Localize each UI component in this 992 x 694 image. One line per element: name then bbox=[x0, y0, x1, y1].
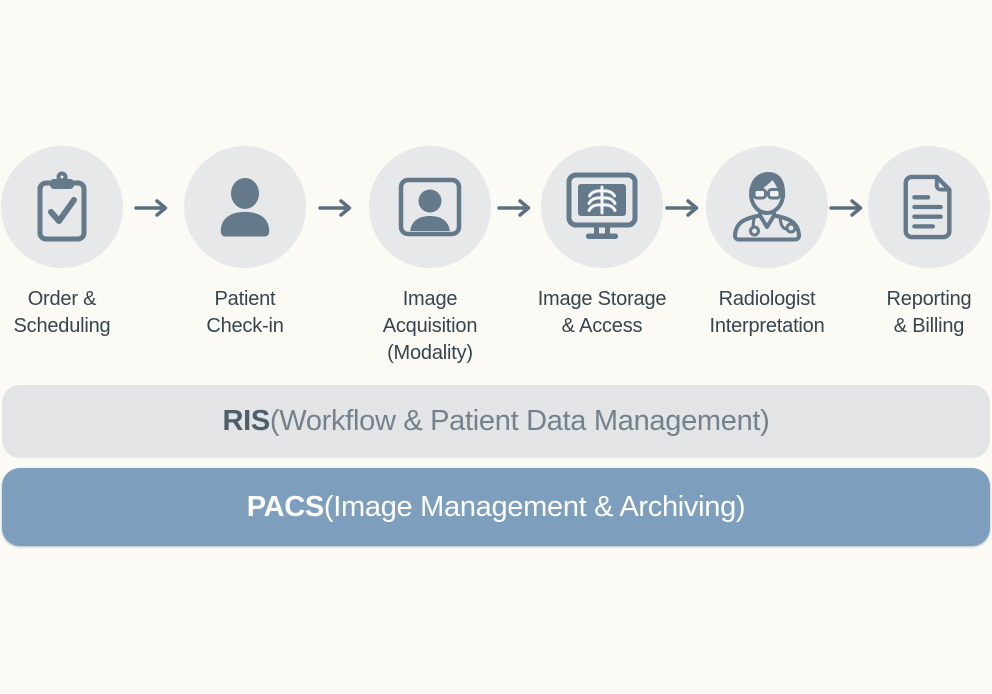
step-label: Order & Scheduling bbox=[13, 288, 111, 337]
person-icon bbox=[220, 177, 270, 237]
step-label: Reporting & Billing bbox=[886, 288, 972, 337]
step-icon-circle bbox=[1, 146, 123, 268]
arrow-right-icon bbox=[497, 199, 531, 217]
step-label: Image Storage & Access bbox=[537, 288, 667, 337]
workflow-step-patient-checkin: Patient Check-in bbox=[160, 146, 330, 340]
pacs-bar-acronym: PACS bbox=[246, 490, 325, 523]
xray-monitor-icon bbox=[566, 172, 638, 239]
pacs-bar-description: (Image Management & Archiving) bbox=[323, 490, 746, 523]
clipboard-check-icon bbox=[37, 171, 87, 242]
step-icon-circle bbox=[184, 146, 306, 268]
doctor-icon bbox=[732, 172, 802, 242]
pacs-bar: PACS (Image Management & Archiving) bbox=[2, 468, 990, 546]
arrow-right-icon bbox=[318, 199, 352, 217]
arrow-right-icon bbox=[134, 199, 168, 217]
workflow-step-image-acquisition: Image Acquisition (Modality) bbox=[345, 146, 515, 367]
document-lines-icon bbox=[903, 174, 952, 240]
step-icon-circle bbox=[541, 146, 663, 268]
workflow-step-image-storage: Image Storage & Access bbox=[517, 146, 687, 340]
portrait-photo-icon bbox=[398, 177, 462, 237]
ris-bar-description: (Workflow & Patient Data Management) bbox=[269, 405, 770, 437]
arrow-right-icon bbox=[829, 199, 863, 217]
workflow-step-reporting-billing: Reporting & Billing bbox=[844, 146, 992, 340]
step-label: Radiologist Interpretation bbox=[709, 288, 825, 337]
arrow-right-icon bbox=[665, 199, 699, 217]
step-icon-circle bbox=[868, 146, 990, 268]
step-label: Patient Check-in bbox=[206, 288, 284, 337]
workflow-step-radiologist-interpretation: Radiologist Interpretation bbox=[682, 146, 852, 340]
workflow-step-order-scheduling: Order & Scheduling bbox=[0, 146, 147, 340]
ris-bar-acronym: RIS bbox=[222, 405, 270, 437]
step-icon-circle bbox=[369, 146, 491, 268]
step-icon-circle bbox=[706, 146, 828, 268]
ris-bar: RIS (Workflow & Patient Data Management) bbox=[2, 385, 990, 458]
step-label: Image Acquisition (Modality) bbox=[382, 288, 478, 364]
